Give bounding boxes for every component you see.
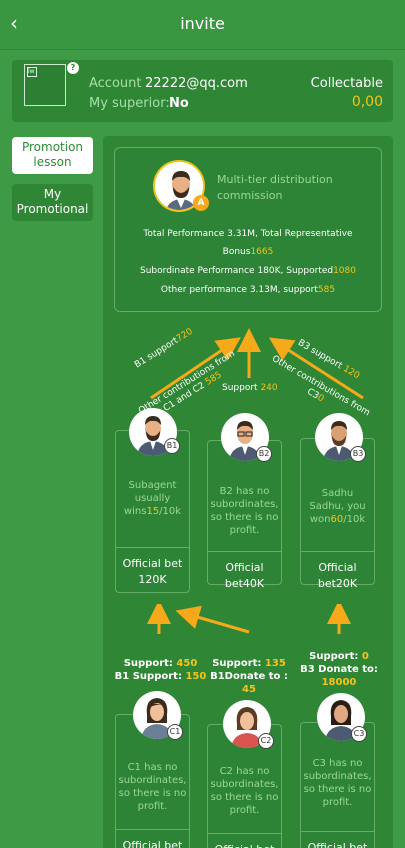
c2-official-bet: Official bet: [208, 833, 281, 848]
page-title: invite: [180, 14, 225, 33]
collectable-label: Collectable: [310, 76, 383, 91]
b1-badge: B1: [164, 438, 180, 454]
b2-description: B2 has no subordinates, so there is no p…: [210, 486, 279, 536]
back-icon[interactable]: ‹: [10, 11, 18, 35]
c2-badge: C2: [258, 733, 274, 749]
c3-card: C3 has no subordinates, so there is no p…: [300, 722, 375, 848]
woman-avatar-icon: [325, 700, 357, 741]
account-card: lw ? Account 22222@qq.com My superior: N…: [12, 60, 393, 122]
agent-badge: A: [193, 195, 209, 211]
c3-badge: C3: [351, 726, 367, 742]
other-performance-line: Other performance 3.13M, support585: [160, 285, 336, 295]
c1-support-text: Support: 450 B1 Support: 150: [114, 658, 207, 682]
c3-description: C3 has no subordinates, so there is no p…: [303, 758, 372, 808]
man-avatar-icon: [155, 162, 203, 210]
b1-official-bet: Official bet 120K: [116, 547, 189, 588]
woman-avatar-icon: [231, 707, 263, 748]
subordinate-line: Subordinate Performance 180K, Supported1…: [140, 266, 356, 276]
tab-my-promotional[interactable]: My Promotional: [12, 184, 93, 221]
upward-arrows: [150, 328, 364, 400]
promotion-panel: A Multi-tier distribution commission Tot…: [103, 136, 393, 848]
help-icon[interactable]: ?: [67, 62, 79, 74]
b3-card: Sadhu Sadhu, you won60/10k Official bet2…: [300, 438, 375, 590]
woman-avatar-icon: [141, 698, 173, 739]
superior-value: No: [169, 96, 189, 111]
man-avatar-icon: [323, 421, 355, 461]
c2-support-text: Support: 135 B1Donate to : 45: [210, 658, 288, 695]
b3-description: Sadhu Sadhu, you won60/10k: [309, 488, 366, 525]
agent-summary-card: A Multi-tier distribution commission Tot…: [114, 147, 382, 312]
c1-official-bet: Official bet: [116, 829, 189, 848]
b3-avatar: [315, 413, 363, 461]
bonus-line: Bonus1665: [222, 247, 274, 257]
b2-card: B2 has no subordinates, so there is no p…: [207, 440, 282, 590]
top-bar: ‹ invite: [0, 0, 405, 50]
c1-description: C1 has no subordinates, so there is no p…: [118, 762, 187, 812]
b1-card: Subagent usually wins15/10k Official bet…: [115, 430, 190, 593]
b3-official-bet: Official bet20K: [301, 551, 374, 592]
avatar[interactable]: lw: [24, 64, 66, 106]
b2-official-bet: Official bet40K: [208, 551, 281, 592]
c3-support-text: Support: 0 B3 Donate to: 18000: [300, 651, 378, 688]
b3-badge: B3: [350, 446, 366, 462]
c-level-arrows: [147, 604, 351, 634]
c1-badge: C1: [167, 724, 183, 740]
distribution-label: Multi-tier distribution commission: [217, 173, 333, 202]
account-label: Account: [89, 76, 142, 91]
support-mid-label: Support 240: [222, 383, 278, 393]
man-avatar-icon: [137, 416, 169, 456]
tab-promotion-lesson[interactable]: Promotion lesson: [12, 137, 93, 174]
superior-label: My superior:: [89, 96, 170, 111]
collectable-value: 0,00: [351, 94, 383, 110]
b2-badge: B2: [256, 446, 272, 462]
b1-description: Subagent usually wins15/10k: [123, 480, 182, 517]
broken-image-icon: lw: [27, 67, 37, 77]
total-performance-line: Total Performance 3.31M, Total Represent…: [143, 229, 353, 239]
c3-official-bet: Official bet: [301, 831, 374, 848]
account-value: 22222@qq.com: [145, 76, 248, 91]
c2-description: C2 has no subordinates, so there is no p…: [210, 766, 279, 816]
man-avatar-icon: [229, 421, 261, 461]
c2-avatar: [223, 700, 271, 748]
